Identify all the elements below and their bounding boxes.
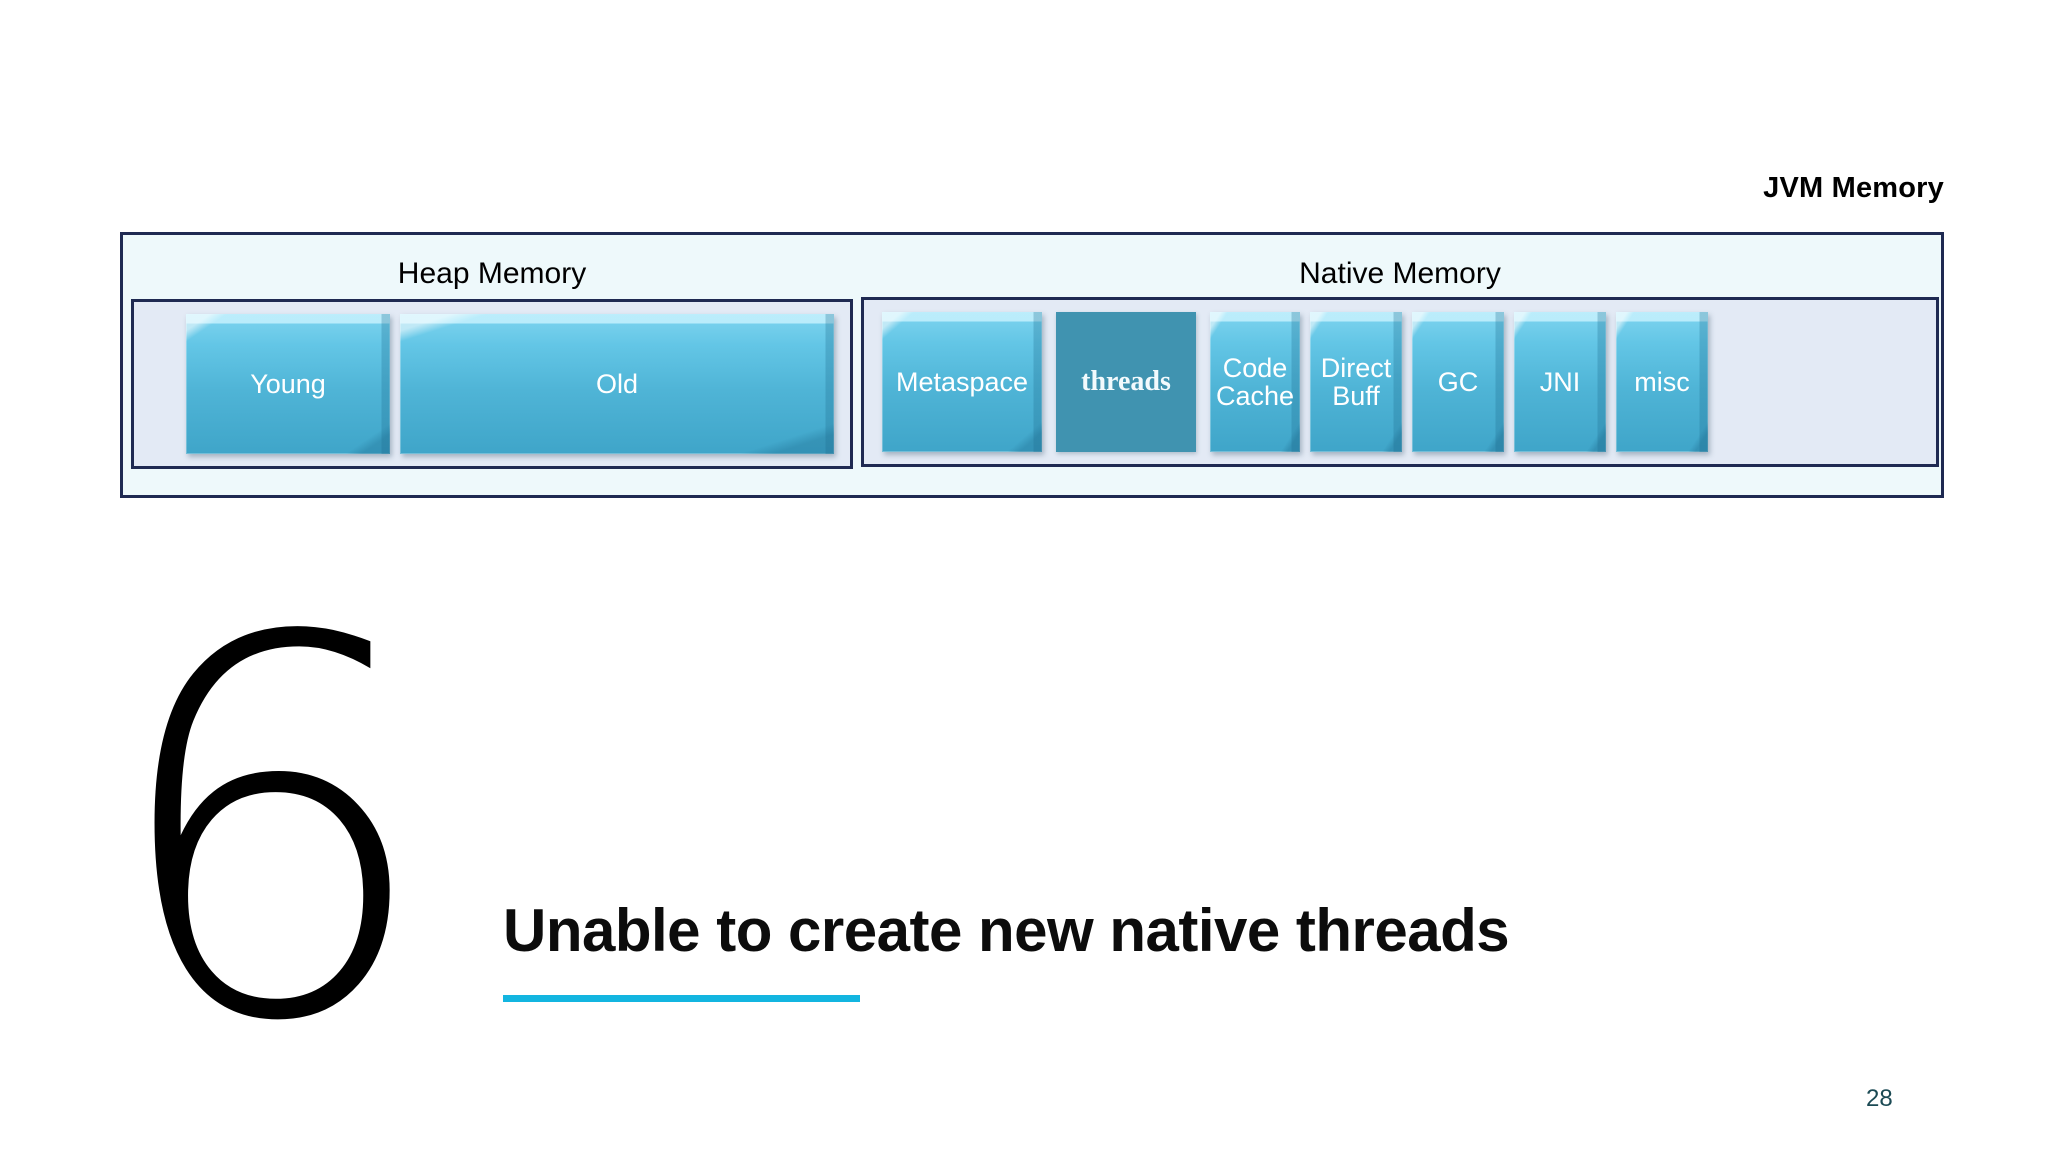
memory-block-metaspace: Metaspace <box>882 312 1042 452</box>
memory-block-direct-buff: Direct Buff <box>1310 312 1402 452</box>
memory-block-jni: JNI <box>1514 312 1606 452</box>
memory-block-code-cache: Code Cache <box>1210 312 1300 452</box>
memory-block-label: JNI <box>1539 366 1581 397</box>
native-blocks-container: Metaspace threads Code Cache Direct Buff GC J… <box>861 297 1939 467</box>
heap-block-list: Young Old <box>134 302 850 466</box>
region-label-native-memory: Native Memory <box>1299 257 1501 290</box>
memory-block-label: misc <box>1634 366 1690 397</box>
memory-block-label: GC <box>1437 366 1479 397</box>
memory-block-young: Young <box>186 314 390 454</box>
native-block-list: Metaspace threads Code Cache Direct Buff GC J… <box>864 300 1936 464</box>
region-label-heap-memory: Heap Memory <box>397 257 587 290</box>
memory-block-label: Metaspace <box>895 366 1029 397</box>
region-native-memory: Native Memory Metaspace threads Code Cache… <box>861 235 1939 495</box>
jvm-memory-title: JVM Memory <box>1763 172 1944 204</box>
slide-heading: Unable to create new native threads <box>503 897 1510 964</box>
memory-block-label: Young <box>250 368 326 399</box>
memory-block-label: Code Cache <box>1215 352 1295 411</box>
region-heap-memory: Heap Memory Young Old <box>131 235 853 495</box>
memory-block-label: Direct Buff <box>1320 352 1392 411</box>
memory-block-old: Old <box>400 314 834 454</box>
memory-block-threads: threads <box>1056 312 1196 452</box>
heap-blocks-container: Young Old <box>131 299 853 469</box>
memory-block-label: Old <box>595 368 639 399</box>
heading-underline-accent <box>503 995 860 1002</box>
slide-number: 6 <box>104 529 435 1135</box>
memory-block-gc: GC <box>1412 312 1504 452</box>
memory-block-label: threads <box>1081 366 1171 398</box>
page-number: 28 <box>1866 1085 1893 1112</box>
memory-block-misc: misc <box>1616 312 1708 452</box>
jvm-memory-container: Heap Memory Young Old Native Memory Metas… <box>120 232 1944 498</box>
